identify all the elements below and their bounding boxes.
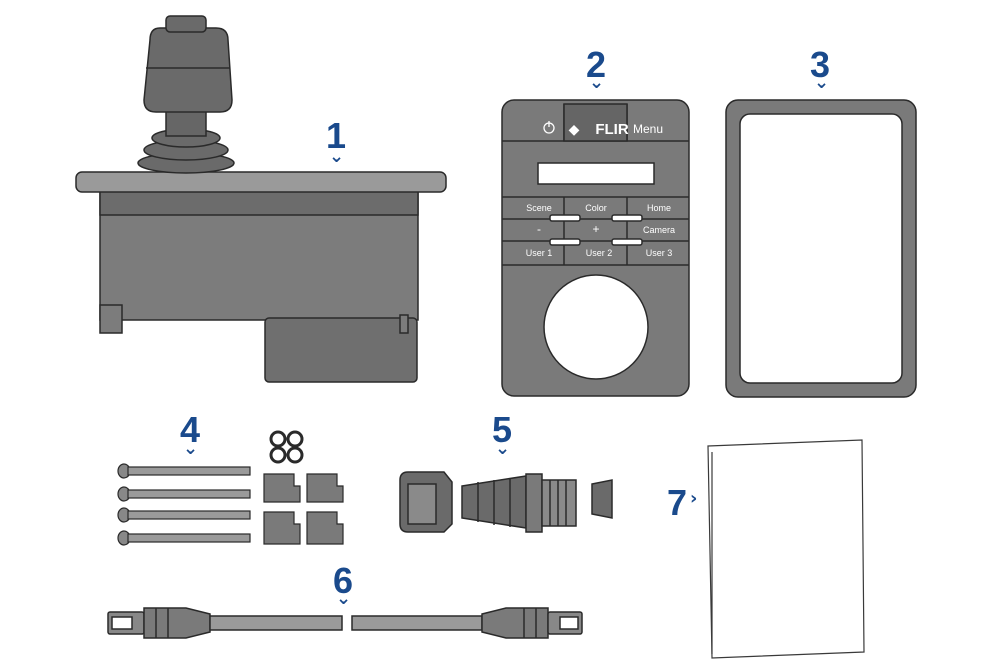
chevron-down-icon: ⌄ (336, 588, 352, 609)
callout-number: 1 (326, 115, 347, 156)
callout-number: 5 (492, 409, 513, 450)
callout-number: 4 (180, 409, 201, 450)
callout-number: 2 (586, 44, 607, 85)
keypad-plus-label: + (592, 222, 599, 236)
document (707, 439, 865, 659)
callout-number: 3 (810, 44, 831, 85)
keypad-user2-label: User 2 (586, 248, 613, 258)
callout-number: 7 (667, 482, 688, 523)
washer-set (269, 430, 304, 464)
joystick-unit (75, 15, 447, 383)
chevron-down-icon: ⌄ (814, 72, 830, 93)
keypad-color-label: Color (585, 203, 607, 213)
keypad-unit (501, 99, 690, 397)
screw-set (117, 463, 251, 546)
keypad-minus-label: - (537, 222, 541, 236)
screw (117, 530, 251, 546)
keypad-home-label: Home (647, 203, 671, 213)
screw (117, 463, 251, 479)
screw (117, 507, 251, 523)
gasket (725, 99, 917, 398)
chevron-down-icon: ⌄ (183, 438, 199, 459)
screw (117, 486, 251, 502)
callout-number: 6 (333, 560, 354, 601)
keypad-camera-label: Camera (643, 225, 675, 235)
keypad-user3-label: User 3 (646, 248, 673, 258)
ethernet-cable (107, 607, 583, 639)
bracket-set (263, 473, 344, 545)
keypad-menu-label: Menu (633, 122, 663, 136)
keypad-brand-label: FLIR (595, 121, 628, 138)
chevron-right-icon: › (690, 488, 698, 509)
cable-gland (399, 471, 613, 533)
keypad-scene-label: Scene (526, 203, 552, 213)
chevron-down-icon: ⌄ (495, 438, 511, 459)
chevron-down-icon: ⌄ (329, 146, 345, 167)
flir-logo-icon: ◆ (569, 121, 580, 137)
chevron-down-icon: ⌄ (589, 72, 605, 93)
keypad-user1-label: User 1 (526, 248, 553, 258)
